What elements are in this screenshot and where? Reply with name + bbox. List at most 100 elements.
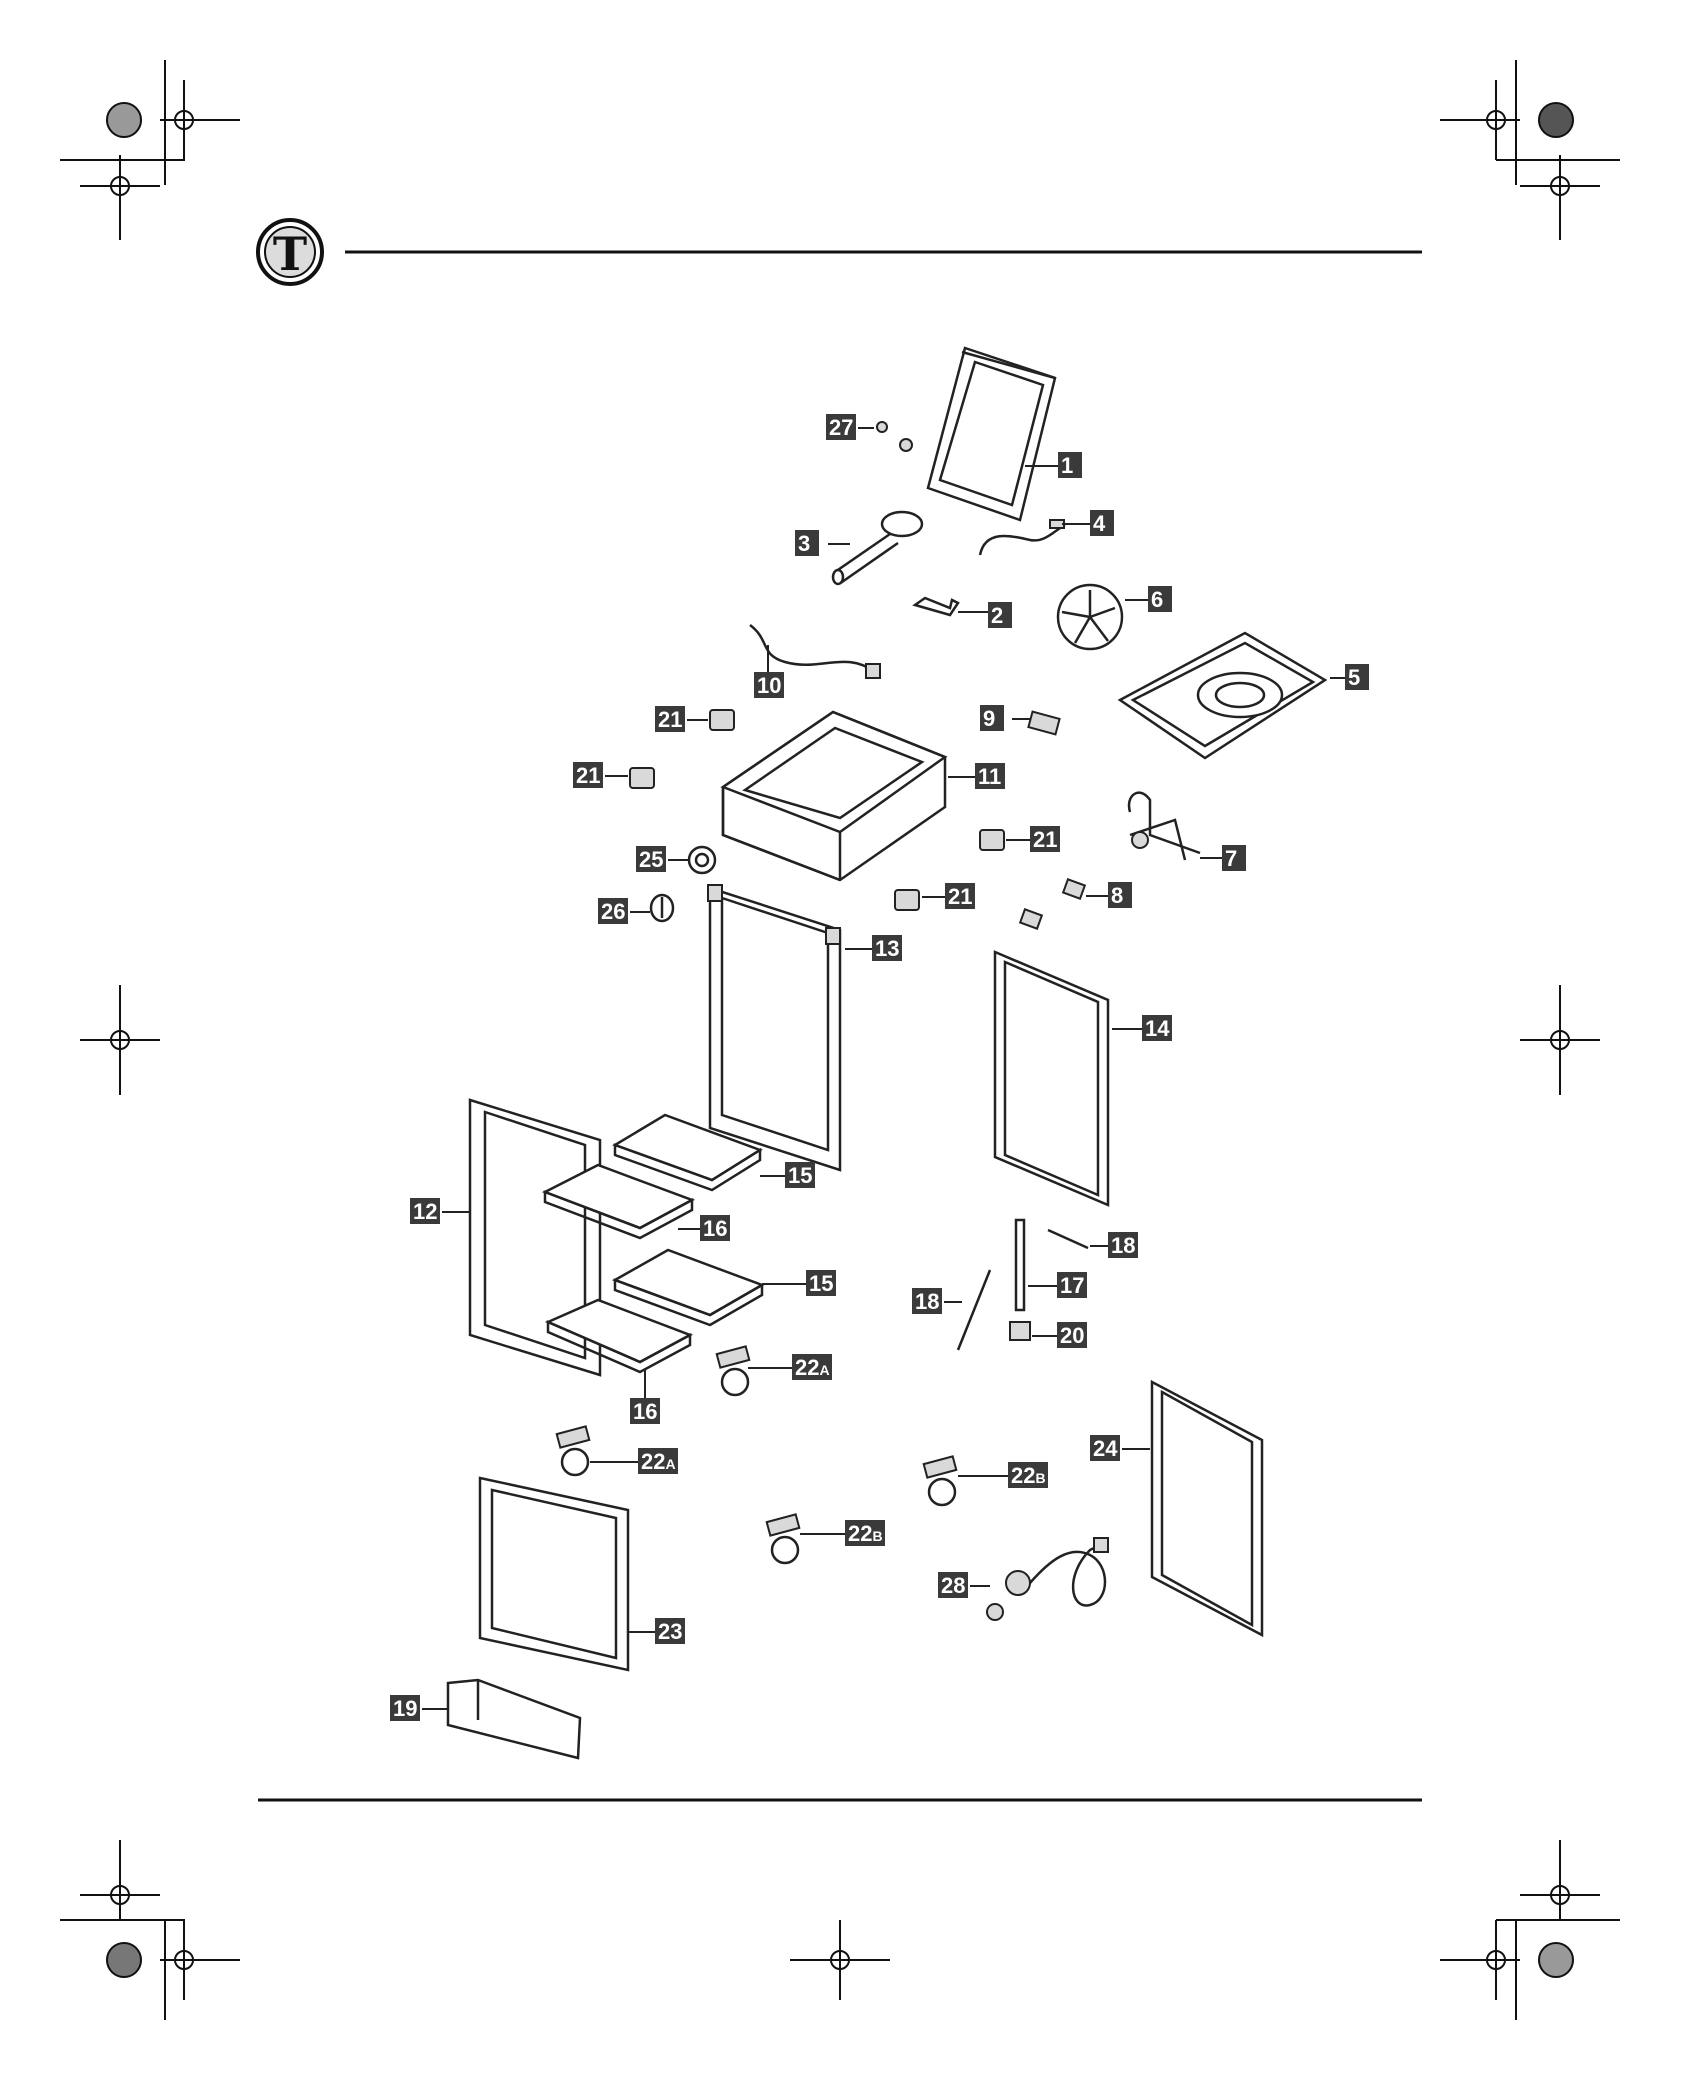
part-22a-caster-2 (557, 1426, 590, 1475)
part-callout-p22a1: 22A (748, 1354, 832, 1380)
part-callout-p18b: 18 (912, 1288, 962, 1314)
part-18-rod-long (958, 1270, 990, 1350)
registration-mark-bottom-right (1440, 1840, 1620, 2020)
part-11-firebox (723, 712, 945, 880)
part-number: 18 (1111, 1233, 1135, 1258)
part-13-back-frame (708, 885, 840, 1170)
part-5-top-tray (1120, 633, 1325, 758)
part-number: 9 (983, 706, 995, 731)
part-callout-p22a2: 22A (590, 1448, 678, 1474)
part-drawings (448, 348, 1325, 1758)
part-21-clip-c (980, 830, 1004, 850)
part-number: 16 (633, 1399, 657, 1424)
part-9-fitting (1028, 712, 1059, 735)
part-21-clip-d (895, 890, 919, 910)
part-19-kick-plate (448, 1680, 580, 1758)
part-callout-p16a: 16 (678, 1215, 730, 1241)
part-7-valve-manifold (1129, 793, 1200, 860)
part-callout-p26: 26 (598, 898, 650, 924)
part-number: 21 (658, 707, 682, 732)
part-number: 26 (601, 899, 625, 924)
part-number-suffix: A (819, 1362, 829, 1378)
part-22a-caster-1 (717, 1346, 750, 1395)
part-number-suffix: B (1035, 1470, 1045, 1486)
part-6-grate (1058, 585, 1122, 649)
part-callout-p20: 20 (1032, 1322, 1087, 1348)
part-callout-p9: 9 (980, 705, 1030, 731)
registration-mark-bottom-left (60, 1840, 240, 2020)
part-number: 5 (1348, 665, 1360, 690)
part-callout-p21a: 21 (655, 706, 708, 732)
part-number-suffix: B (872, 1528, 882, 1544)
part-callout-p14: 14 (1112, 1015, 1172, 1041)
part-callout-p10: 10 (754, 645, 784, 698)
part-number: 4 (1093, 511, 1106, 536)
registration-mark-middle-left (80, 985, 160, 1095)
part-callout-p6: 6 (1125, 586, 1172, 612)
part-callout-p21c: 21 (1006, 826, 1060, 852)
part-number: 12 (413, 1199, 437, 1224)
part-callout-p18a: 18 (1090, 1232, 1138, 1258)
part-callout-p8: 8 (1086, 882, 1132, 908)
part-2-bracket (915, 598, 958, 615)
part-callout-p15a: 15 (760, 1162, 815, 1188)
part-number: 28 (941, 1573, 965, 1598)
part-callout-p15b: 15 (762, 1270, 836, 1296)
part-number: 21 (1033, 827, 1057, 852)
part-callout-p27: 27 (826, 414, 874, 440)
part-27-caps (877, 422, 912, 451)
part-28-regulator (987, 1538, 1108, 1620)
part-number: 10 (757, 673, 781, 698)
part-number: 6 (1151, 587, 1163, 612)
part-number: 24 (1093, 1436, 1118, 1461)
part-callout-p21b: 21 (573, 762, 628, 788)
part-number: 21 (948, 884, 972, 909)
part-number: 13 (875, 936, 899, 961)
part-21-clip-a (710, 710, 734, 730)
registration-mark-bottom-center (790, 1920, 890, 2000)
part-number: 23 (658, 1619, 682, 1644)
part-21-clip-b (630, 768, 654, 788)
part-number: 25 (639, 847, 663, 872)
registration-mark-top-right (1440, 60, 1620, 240)
part-number: 7 (1225, 846, 1237, 871)
part-number: 8 (1111, 883, 1123, 908)
part-number-suffix: A (665, 1456, 675, 1472)
registration-mark-middle-right (1520, 985, 1600, 1095)
part-number: 15 (809, 1271, 833, 1296)
part-8-plates (1020, 879, 1085, 928)
part-callout-p19: 19 (390, 1695, 448, 1721)
part-25-bezel (689, 847, 715, 873)
part-callout-p16b: 16 (630, 1370, 660, 1424)
part-17-rod (1016, 1220, 1024, 1310)
logo-letter: T (273, 227, 307, 281)
part-callout-p24: 24 (1090, 1435, 1150, 1461)
part-callout-p11: 11 (948, 763, 1005, 789)
part-22b-caster-1 (924, 1456, 957, 1505)
part-number: 15 (788, 1163, 812, 1188)
part-number: 27 (829, 415, 853, 440)
part-callout-p5: 5 (1330, 664, 1369, 690)
part-number: 3 (798, 531, 810, 556)
part-number: 20 (1060, 1323, 1084, 1348)
part-20-bracket (1010, 1322, 1030, 1340)
part-callout-p7: 7 (1200, 845, 1246, 871)
part-callout-p22b1: 22B (958, 1462, 1048, 1488)
part-number: 18 (915, 1289, 939, 1314)
part-callout-p3: 3 (795, 530, 850, 556)
part-26-knob (651, 895, 673, 921)
part-18-rod-short (1048, 1230, 1088, 1248)
part-23-door (480, 1478, 628, 1670)
part-callout-p25: 25 (636, 846, 688, 872)
part-number: 1 (1061, 453, 1073, 478)
registration-mark-top-left (60, 60, 240, 240)
logo: T (258, 220, 322, 284)
part-number: 11 (978, 764, 1001, 789)
part-number: 16 (703, 1216, 727, 1241)
part-number: 2 (991, 603, 1003, 628)
part-14-side-panel (995, 952, 1108, 1205)
part-3-burner-tube (833, 512, 922, 584)
part-22b-caster-2 (767, 1514, 800, 1563)
part-1-lid (928, 348, 1055, 520)
